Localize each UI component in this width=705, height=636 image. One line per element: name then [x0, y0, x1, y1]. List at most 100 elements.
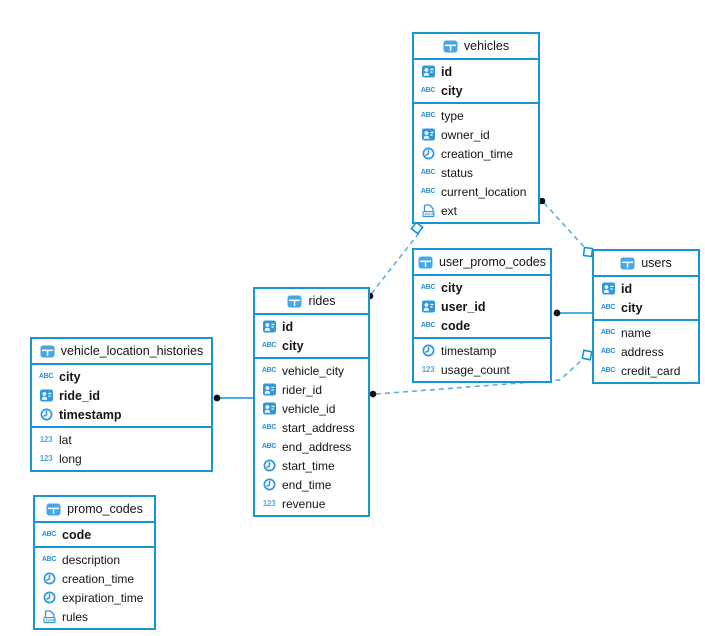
column-name: code: [441, 318, 471, 333]
column-row-city[interactable]: ABC city: [255, 336, 368, 355]
column-name: city: [282, 338, 304, 353]
column-name: type: [441, 108, 464, 123]
column-row-owner_id[interactable]: owner_id: [414, 125, 538, 144]
column-row-expiration_time[interactable]: expiration_time: [35, 588, 154, 607]
time-type-icon: [419, 147, 437, 161]
id-type-icon: [599, 282, 617, 296]
table-header[interactable]: rides: [255, 289, 368, 315]
table-header[interactable]: users: [594, 251, 698, 277]
column-name: status: [441, 165, 474, 180]
column-name: lat: [59, 432, 72, 447]
column-row-id[interactable]: id: [255, 317, 368, 336]
column-row-status[interactable]: ABC status: [414, 163, 538, 182]
relationship-rides-users[interactable]: [369, 349, 593, 398]
column-name: ride_id: [59, 388, 100, 403]
text-type-icon: ABC: [420, 284, 436, 291]
text-type-icon: ABC: [261, 424, 277, 431]
column-name: city: [441, 83, 463, 98]
column-row-creation_time[interactable]: creation_time: [414, 144, 538, 163]
column-name: creation_time: [441, 146, 514, 161]
column-row-city[interactable]: ABC city: [414, 278, 550, 297]
time-type-icon: [40, 591, 58, 605]
table-header[interactable]: vehicle_location_histories: [32, 339, 211, 365]
column-row-credit_card[interactable]: ABC credit_card: [594, 361, 698, 380]
column-name: expiration_time: [62, 590, 144, 605]
relationship-vehicles-users[interactable]: [538, 197, 594, 258]
column-row-timestamp[interactable]: timestamp: [414, 341, 550, 360]
column-row-name[interactable]: ABC name: [594, 323, 698, 342]
column-row-creation_time[interactable]: creation_time: [35, 569, 154, 588]
table-title: promo_codes: [67, 502, 143, 516]
text-type-icon: ABC: [600, 329, 616, 336]
time-type-icon: [40, 572, 58, 586]
text-type-icon: ABC: [261, 342, 277, 349]
id-type-icon: [419, 65, 437, 79]
id-type-icon: [260, 320, 278, 334]
column-name: description: [62, 552, 121, 567]
column-row-id[interactable]: id: [594, 279, 698, 298]
column-name: id: [441, 64, 453, 79]
table-header[interactable]: user_promo_codes: [414, 250, 550, 276]
column-name: address: [621, 344, 664, 359]
table-header[interactable]: promo_codes: [35, 497, 154, 523]
column-row-start_time[interactable]: start_time: [255, 456, 368, 475]
column-row-timestamp[interactable]: timestamp: [32, 405, 211, 424]
column-row-code[interactable]: ABC code: [414, 316, 550, 335]
column-name: id: [621, 281, 633, 296]
column-name: credit_card: [621, 363, 681, 378]
many-end-diamond-marker: [582, 246, 594, 258]
many-end-diamond-marker: [410, 221, 424, 235]
many-end-diamond-marker: [581, 349, 593, 361]
table-title: rides: [308, 294, 336, 308]
table-icon: [620, 257, 636, 270]
text-type-icon: ABC: [420, 322, 436, 329]
column-row-end_time[interactable]: end_time: [255, 475, 368, 494]
column-name: vehicle_city: [282, 363, 345, 378]
column-row-vehicle_id[interactable]: vehicle_id: [255, 399, 368, 418]
relationship-upc-users[interactable]: [553, 309, 592, 317]
table-icon: [287, 295, 303, 308]
column-name: name: [621, 325, 652, 340]
column-row-rider_id[interactable]: rider_id: [255, 380, 368, 399]
table-header[interactable]: vehicles: [414, 34, 538, 60]
one-end-dot-marker: [369, 390, 377, 398]
text-type-icon: ABC: [600, 367, 616, 374]
column-row-user_id[interactable]: user_id: [414, 297, 550, 316]
column-name: city: [441, 280, 463, 295]
relationship-vlh-rides[interactable]: [213, 394, 253, 402]
id-type-icon: [419, 128, 437, 142]
column-row-ride_id[interactable]: ride_id: [32, 386, 211, 405]
text-type-icon: ABC: [420, 169, 436, 176]
column-name: ext: [441, 203, 458, 218]
column-row-id[interactable]: id: [414, 62, 538, 81]
column-name: vehicle_id: [282, 401, 336, 416]
table-title: vehicles: [463, 39, 510, 53]
column-name: timestamp: [59, 407, 122, 422]
